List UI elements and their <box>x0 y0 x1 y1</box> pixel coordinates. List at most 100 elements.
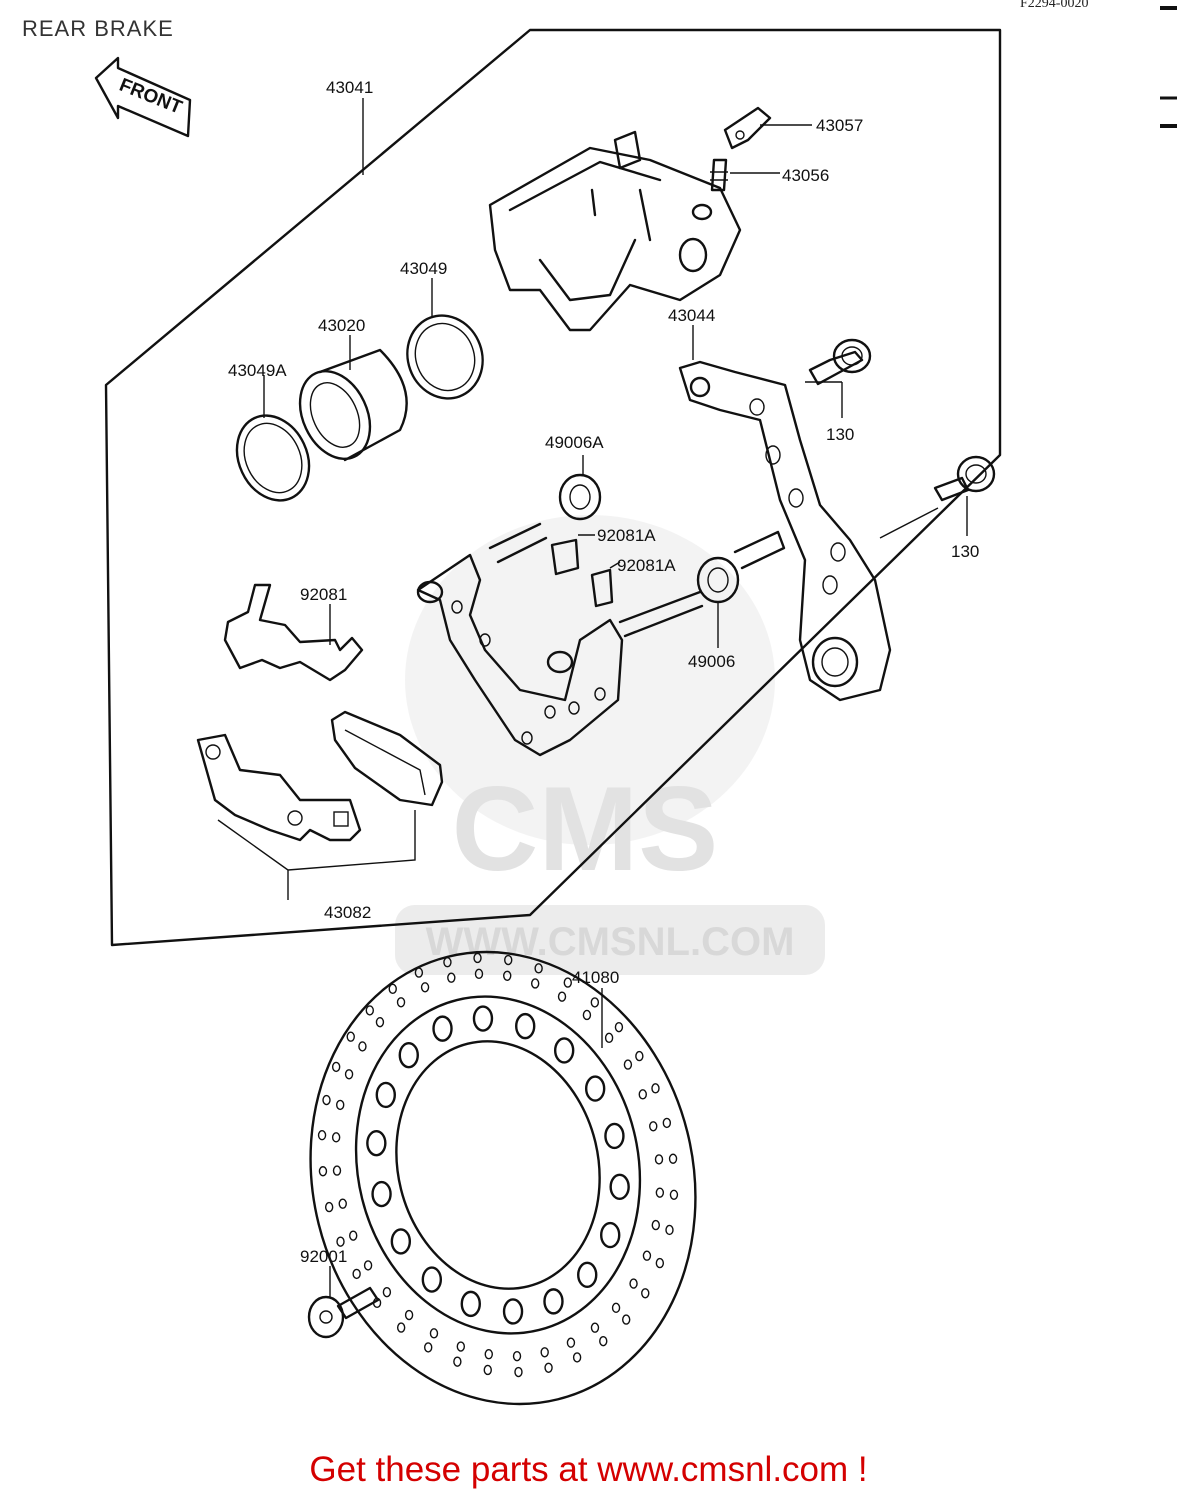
disc-hole <box>600 1221 621 1249</box>
disc-vent-dot <box>655 1187 665 1198</box>
part-label-43044: 43044 <box>668 306 715 325</box>
part-label-43020: 43020 <box>318 316 365 335</box>
bracket-bolt-upper-icon <box>808 338 872 386</box>
disc-vent-dot <box>324 1201 334 1213</box>
disc-vent-dot <box>641 1288 650 1299</box>
disc-vent-dot <box>604 1032 614 1044</box>
disc-vent-dot <box>358 1041 367 1052</box>
disc-vent-dot <box>534 963 543 974</box>
disc-vent-dot <box>590 997 600 1008</box>
disc-vent-dot <box>514 1366 523 1378</box>
disc-hole <box>472 1005 494 1032</box>
part-label-49006: 49006 <box>688 652 735 671</box>
disc-hole <box>398 1041 419 1069</box>
part-label-43049: 43049 <box>400 259 447 278</box>
disc-vent-dot <box>614 1021 624 1033</box>
disc-vent-dot <box>424 1342 433 1353</box>
disc-vent-dot <box>363 1260 373 1271</box>
brake-pad-left-icon <box>196 733 362 842</box>
disc-vent-dot <box>346 1031 355 1042</box>
part-label-130-upper: 130 <box>826 425 854 444</box>
part-label-43082: 43082 <box>324 903 371 922</box>
disc-vent-dot <box>453 1356 462 1367</box>
disc-vent-dot <box>414 967 424 978</box>
disc-vent-dot <box>332 1165 342 1176</box>
brake-pads-leader <box>217 810 416 900</box>
disc-vent-dot <box>429 1328 439 1339</box>
brake-pad-right-icon <box>330 710 444 807</box>
disc-vent-dot <box>349 1230 358 1241</box>
part-label-92081: 92081 <box>300 585 347 604</box>
disc-vent-dot <box>582 1009 592 1021</box>
disc-vent-dot <box>563 977 572 988</box>
disc-vent-dot <box>540 1347 549 1358</box>
boot-upper-icon <box>558 473 602 521</box>
part-label-43049a: 43049A <box>228 361 287 380</box>
disc-vent-dot <box>382 1286 392 1298</box>
disc-vent-dot <box>654 1154 664 1165</box>
part-label-43057: 43057 <box>816 116 863 135</box>
disc-vent-dot <box>651 1083 660 1094</box>
disc-vent-dot <box>544 1362 553 1373</box>
caliper-holder-icon <box>416 553 624 757</box>
disc-vent-dot <box>651 1219 660 1231</box>
disc-vent-dot <box>669 1189 679 1201</box>
front-label: FRONT <box>116 75 185 119</box>
disc-vent-dot <box>623 1059 633 1070</box>
piston-seal-icon <box>406 314 484 400</box>
front-arrow-icon: FRONT <box>94 56 192 138</box>
disc-vent-dot <box>611 1302 621 1314</box>
disc-vent-dot <box>375 1016 385 1028</box>
disc-hole <box>553 1037 575 1064</box>
part-label-92081a-lower: 92081A <box>617 556 676 575</box>
disc-hole <box>515 1012 536 1040</box>
disc-vent-dot <box>338 1198 347 1209</box>
promo-link[interactable]: Get these parts at www.cmsnl.com ! <box>309 1450 868 1489</box>
part-labels: 43041 43057 43056 43049 43020 43049A 430… <box>228 78 979 1266</box>
leader-lines <box>263 98 968 1297</box>
disc-vent-dot <box>566 1337 576 1348</box>
disc-vent-dot <box>352 1268 361 1280</box>
disc-vent-dot <box>483 1364 492 1376</box>
disc-vent-dot <box>599 1335 608 1347</box>
part-label-130-lower: 130 <box>951 542 979 561</box>
disc-vent-dot <box>336 1236 345 1247</box>
pin-clip-lower-icon <box>590 568 614 608</box>
disc-vent-dot <box>638 1089 647 1100</box>
watermark-url: WWW.CMSNL.COM <box>426 920 795 964</box>
disc-hole <box>390 1228 412 1255</box>
disc-vent-dot <box>504 954 513 966</box>
disc-hole <box>543 1288 564 1315</box>
part-label-92081a-upper: 92081A <box>597 526 656 545</box>
disc-hole <box>371 1180 392 1208</box>
disc-vent-dot <box>503 970 512 981</box>
boot-lower-icon <box>696 556 740 604</box>
disc-vent-dot <box>396 1322 406 1333</box>
disc-vent-dot <box>474 968 484 980</box>
disc-vent-dot <box>649 1121 658 1132</box>
disc-vent-dot <box>590 1322 600 1333</box>
disc-hole <box>375 1081 396 1109</box>
piston-icon <box>298 348 408 462</box>
pad-spring-icon <box>223 583 364 682</box>
disc-vent-dot <box>318 1166 328 1177</box>
disc-vent-dot <box>344 1069 354 1080</box>
disc-hole <box>609 1173 630 1201</box>
part-label-43041: 43041 <box>326 78 373 97</box>
disc-vent-dot <box>404 1309 414 1321</box>
page-title: REAR BRAKE <box>22 16 174 41</box>
disc-vent-dot <box>443 957 452 968</box>
disc-vent-dot <box>388 983 397 995</box>
disc-vent-dot <box>396 997 406 1008</box>
bleeder-valve-icon <box>710 158 728 192</box>
disc-vent-dot <box>668 1153 678 1164</box>
bracket-bolt-lower-icon <box>933 455 996 502</box>
watermark-logo: CMS <box>452 762 719 896</box>
disc-hole <box>366 1129 387 1157</box>
part-label-49006a: 49006A <box>545 433 604 452</box>
figure-code: F2294-0020 <box>1020 0 1089 11</box>
part-label-41080: 41080 <box>572 968 619 987</box>
disc-vent-dot <box>484 1349 493 1360</box>
disc-vent-dot <box>622 1314 631 1325</box>
disc-vent-dot <box>642 1250 652 1261</box>
